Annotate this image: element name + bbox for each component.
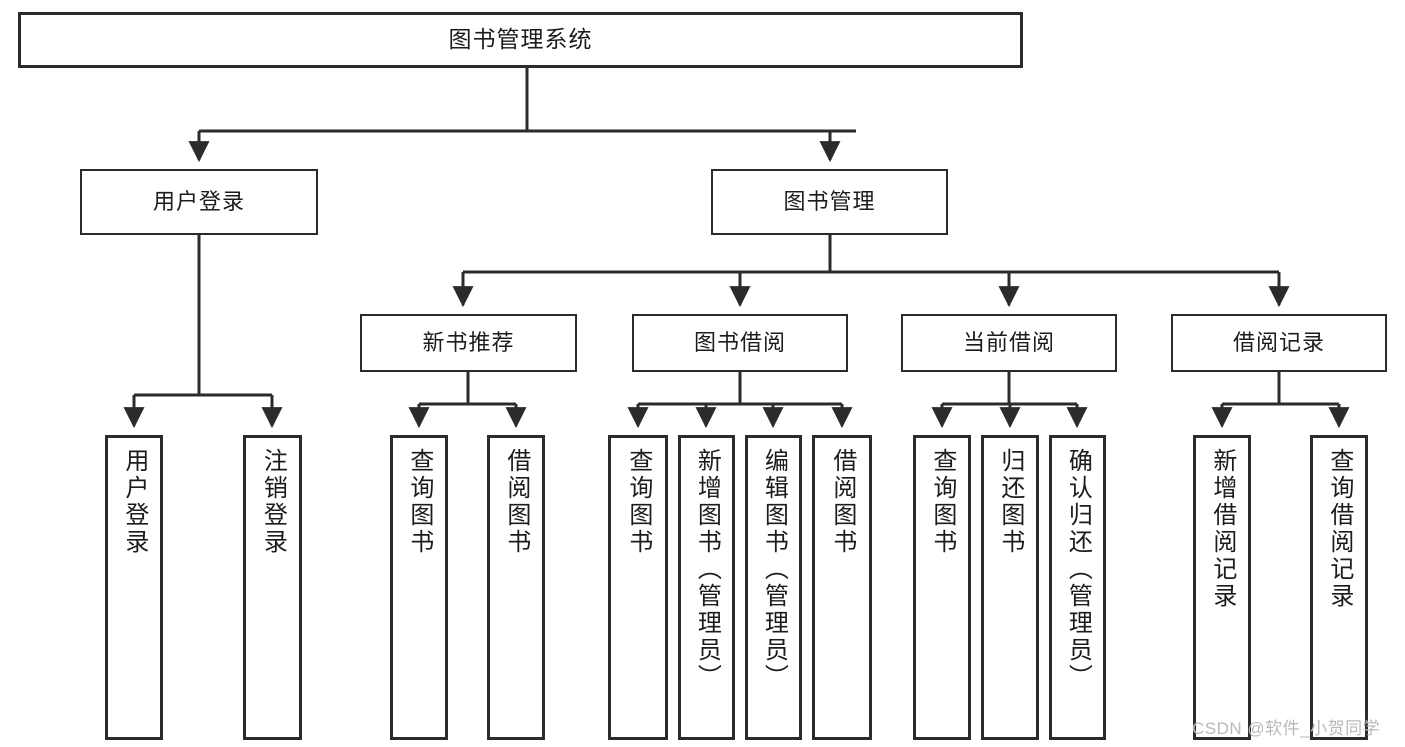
node-book-borrow[interactable]: 图书借阅 xyxy=(632,314,848,372)
node-label: 查询借阅记录 xyxy=(1325,448,1353,610)
node-label: 图书管理系统 xyxy=(448,26,593,53)
node-borrow-record[interactable]: 借阅记录 xyxy=(1171,314,1387,372)
node-label: 编辑图书（管理员） xyxy=(760,448,788,691)
node-book-management-system[interactable]: 图书管理系统 xyxy=(18,12,1023,68)
node-leaf-query-borrow-record[interactable]: 查询借阅记录 xyxy=(1310,435,1368,740)
node-label: 确认归还（管理员） xyxy=(1064,448,1092,691)
node-user-login[interactable]: 用户登录 xyxy=(80,169,318,235)
node-label: 归还图书 xyxy=(996,448,1024,556)
node-leaf-query-book-1[interactable]: 查询图书 xyxy=(390,435,448,740)
node-leaf-user-login[interactable]: 用户登录 xyxy=(105,435,163,740)
node-label: 新书推荐 xyxy=(422,329,515,355)
node-leaf-borrow-book-2[interactable]: 借阅图书 xyxy=(812,435,872,740)
node-leaf-query-book-3[interactable]: 查询图书 xyxy=(913,435,971,740)
node-label: 查询图书 xyxy=(624,448,652,556)
node-leaf-return-book[interactable]: 归还图书 xyxy=(981,435,1039,740)
node-leaf-borrow-book-1[interactable]: 借阅图书 xyxy=(487,435,545,740)
node-leaf-edit-book[interactable]: 编辑图书（管理员） xyxy=(745,435,802,740)
node-label: 借阅图书 xyxy=(502,448,530,556)
node-label: 用户登录 xyxy=(120,448,148,556)
node-leaf-query-book-2[interactable]: 查询图书 xyxy=(608,435,668,740)
node-leaf-confirm-return[interactable]: 确认归还（管理员） xyxy=(1049,435,1106,740)
node-leaf-add-book[interactable]: 新增图书（管理员） xyxy=(678,435,735,740)
node-current-borrow[interactable]: 当前借阅 xyxy=(901,314,1117,372)
node-label: 图书借阅 xyxy=(693,329,786,355)
node-label: 新增图书（管理员） xyxy=(693,448,721,691)
node-book-management[interactable]: 图书管理 xyxy=(711,169,948,235)
node-label: 查询图书 xyxy=(405,448,433,556)
node-label: 图书管理 xyxy=(783,188,876,214)
node-label: 借阅记录 xyxy=(1232,329,1325,355)
node-new-book-recommend[interactable]: 新书推荐 xyxy=(360,314,577,372)
csdn-watermark: CSDN @软件_小贺同学 xyxy=(1192,719,1381,738)
node-label: 新增借阅记录 xyxy=(1208,448,1236,610)
node-label: 当前借阅 xyxy=(962,329,1055,355)
node-label: 用户登录 xyxy=(152,188,245,214)
node-label: 注销登录 xyxy=(259,448,287,556)
node-leaf-add-borrow-record[interactable]: 新增借阅记录 xyxy=(1193,435,1251,740)
node-label: 借阅图书 xyxy=(828,448,856,556)
node-leaf-user-logout[interactable]: 注销登录 xyxy=(243,435,302,740)
node-label: 查询图书 xyxy=(928,448,956,556)
